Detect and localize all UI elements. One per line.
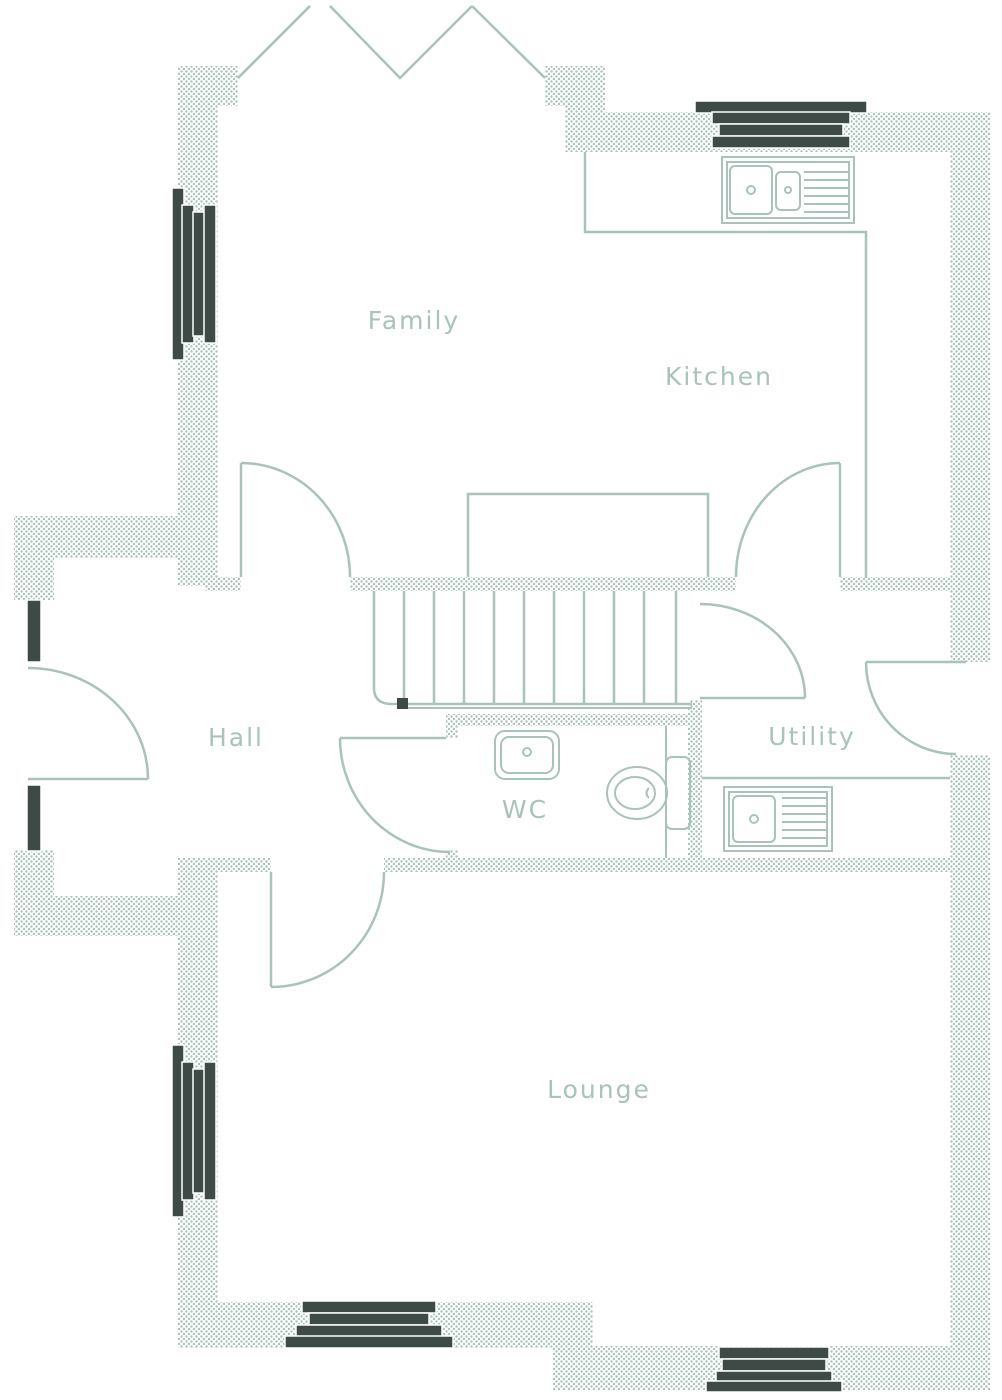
window-lounge-bottom-b <box>308 1312 430 1326</box>
window-lounge-bottom-a <box>301 1300 437 1314</box>
window-lounge-bottom-d <box>284 1335 454 1349</box>
window-kitchen-frame <box>694 100 868 114</box>
wall-right-upper <box>950 112 990 662</box>
window-lounge-left-pane-a <box>181 1061 195 1201</box>
bifold-door-right <box>471 5 546 79</box>
wall-wc-left <box>446 714 458 738</box>
window-lounge-right-b <box>721 1358 827 1372</box>
window-lounge-left-pane-b <box>192 1068 206 1194</box>
wall-right-lower <box>950 755 990 1355</box>
wall-family-hall-left <box>205 577 241 591</box>
internal-walls <box>205 577 952 872</box>
room-label-wc: WC <box>502 795 548 824</box>
newel-post <box>397 698 408 709</box>
room-label-utility: Utility <box>768 722 856 751</box>
wall-kitchen-utility <box>840 577 952 591</box>
window-kitchen-pane-a <box>711 111 851 125</box>
window-kitchen-pane-b <box>718 123 844 137</box>
window-lounge-right-a <box>718 1346 830 1360</box>
window-family-pane-c <box>203 204 217 344</box>
bifold-door-middle <box>329 5 473 80</box>
window-lounge-bottom-c <box>295 1324 443 1338</box>
wall-stairs-top <box>350 577 736 591</box>
wall-lounge-top <box>384 858 952 872</box>
window-family-pane-b <box>192 211 206 337</box>
utility-sink <box>723 786 833 852</box>
wall-lounge-top-left <box>205 858 271 872</box>
window-lounge-right-d <box>705 1380 843 1393</box>
staircase <box>372 591 692 709</box>
wall-stairs-wc <box>446 714 700 726</box>
window-family-pane-a <box>181 204 195 344</box>
kitchen-worktop <box>583 152 868 578</box>
family-storage-unit <box>466 492 710 577</box>
windows <box>26 100 868 1393</box>
room-label-kitchen: Kitchen <box>665 362 773 391</box>
window-hall-upper <box>26 599 42 663</box>
window-hall-lower <box>26 784 42 852</box>
wall-utility-wc <box>688 700 702 870</box>
wall-hall-left-upper <box>14 516 54 600</box>
kitchen-sink <box>721 156 855 224</box>
room-label-hall: Hall <box>208 723 264 752</box>
toilet <box>606 756 691 830</box>
window-lounge-left-pane-c <box>203 1061 217 1201</box>
doors <box>27 461 966 989</box>
room-label-family: Family <box>368 306 460 335</box>
room-label-lounge: Lounge <box>547 1075 651 1104</box>
window-kitchen-pane-c <box>711 135 851 149</box>
bifold-door-left <box>237 5 311 79</box>
wc-basin <box>494 730 560 780</box>
